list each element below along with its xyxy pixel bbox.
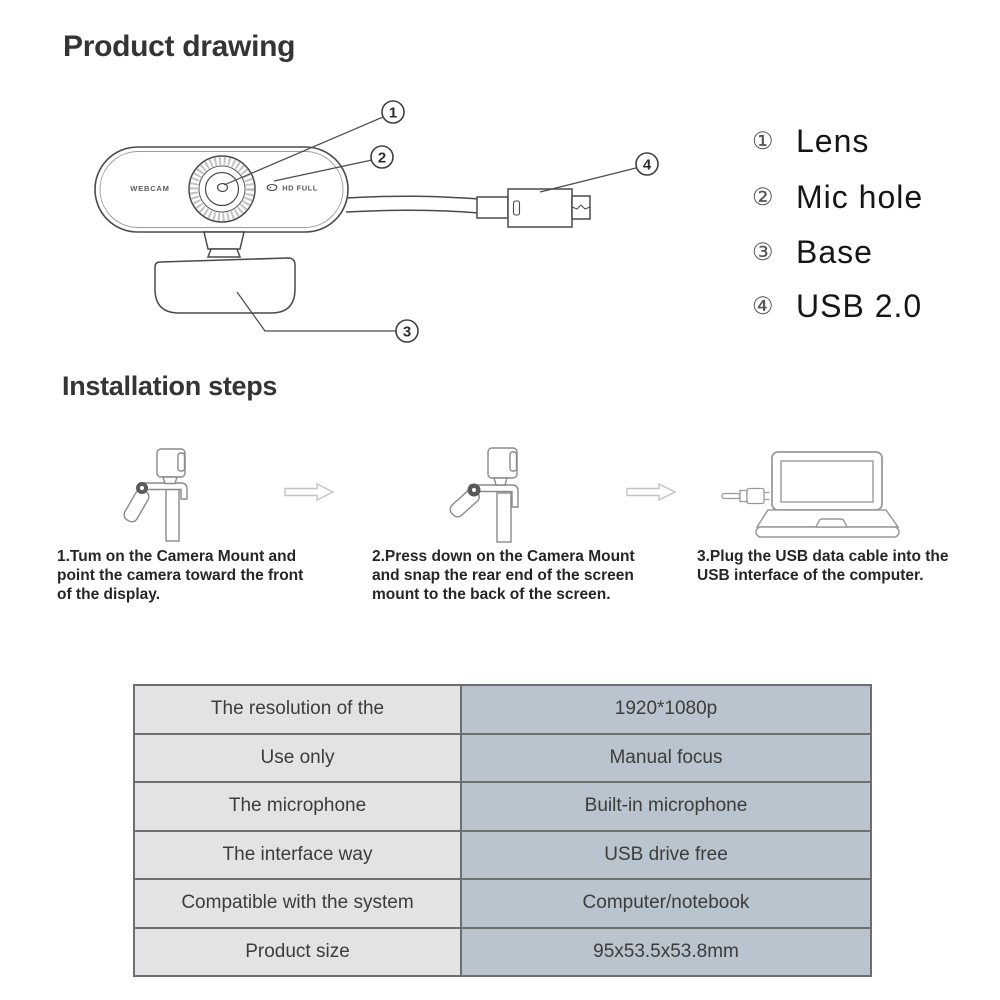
spec-value: 1920*1080p xyxy=(460,684,872,735)
step1-caption: 1.Tum on the Camera Mount and point the … xyxy=(57,548,304,603)
usb-metal-tip xyxy=(571,195,591,220)
callout-3: 3 xyxy=(403,324,411,341)
spec-label: Product size xyxy=(133,926,462,977)
legend-num-4: ④ xyxy=(752,292,774,320)
usb-plug-slot xyxy=(512,200,521,216)
arrow-right-icon xyxy=(626,482,677,502)
spec-label: The resolution of the xyxy=(133,684,462,735)
product-drawing-title: Product drawing xyxy=(63,30,296,63)
step2-illustration xyxy=(449,447,519,543)
spec-value: Computer/notebook xyxy=(460,878,872,929)
step1-illustration xyxy=(123,448,188,542)
table-row: The microphone Built-in microphone xyxy=(133,781,872,832)
table-row: Use only Manual focus xyxy=(133,732,872,783)
arrow-right-icon xyxy=(284,482,335,502)
mic-hole-icon xyxy=(266,183,278,192)
table-row: Compatible with the system Computer/note… xyxy=(133,878,872,929)
legend-num-2: ② xyxy=(752,183,774,211)
webcam-neck xyxy=(203,231,245,250)
legend-label-mic-hole: Mic hole xyxy=(796,178,924,215)
legend-num-3: ③ xyxy=(752,238,774,266)
legend-item-mic-hole: ② Mic hole xyxy=(752,178,923,216)
callout-4: 4 xyxy=(643,157,652,174)
legend-label-usb: USB 2.0 xyxy=(796,287,923,324)
callout-badges xyxy=(370,100,659,343)
spec-table: The resolution of the 1920*1080p Use onl… xyxy=(133,684,872,977)
step3-illustration xyxy=(721,451,900,538)
spec-value: USB drive free xyxy=(460,829,872,880)
legend-item-lens: ① Lens xyxy=(752,122,869,160)
spec-value: 95x53.5x53.8mm xyxy=(460,926,872,977)
legend-label-lens: Lens xyxy=(796,122,870,159)
legend-label-base: Base xyxy=(796,233,873,270)
step2-caption: 2.Press down on the Camera Mount and sna… xyxy=(372,548,635,603)
spec-label: The interface way xyxy=(133,829,462,880)
spec-label: Compatible with the system xyxy=(133,878,462,929)
installation-steps-title: Installation steps xyxy=(62,371,278,401)
webcam-hd-badge-text: HD FULL xyxy=(282,184,318,193)
laptop-icon xyxy=(755,451,900,538)
webcam-brand-text: WEBCAM xyxy=(130,184,169,193)
spec-label: Use only xyxy=(133,732,462,783)
spec-value: Manual focus xyxy=(460,732,872,783)
spec-label: The microphone xyxy=(133,781,462,832)
cable-strain-relief xyxy=(476,196,509,219)
callout-2: 2 xyxy=(378,150,386,167)
table-row: Product size 95x53.5x53.8mm xyxy=(133,926,872,977)
webcam-lens xyxy=(188,155,256,223)
callout-lines xyxy=(223,116,637,332)
table-row: The interface way USB drive free xyxy=(133,829,872,880)
callout-1: 1 xyxy=(389,105,397,122)
usb-cable-line xyxy=(345,195,480,200)
spec-value: Built-in microphone xyxy=(460,781,872,832)
installation-illustrations xyxy=(123,447,900,543)
step3-caption: 3.Plug the USB data cable into the USB i… xyxy=(697,548,949,584)
table-row: The resolution of the 1920*1080p xyxy=(133,684,872,735)
legend-item-base: ③ Base xyxy=(752,233,873,271)
usb-plug-icon xyxy=(721,487,769,505)
webcam-drawing: WEBCAM HD FULL 1 2 3 4 xyxy=(94,100,659,343)
webcam-base xyxy=(154,257,296,314)
usb-plug-body xyxy=(507,188,573,228)
legend-num-1: ① xyxy=(752,127,774,155)
legend-item-usb: ④ USB 2.0 xyxy=(752,287,922,325)
